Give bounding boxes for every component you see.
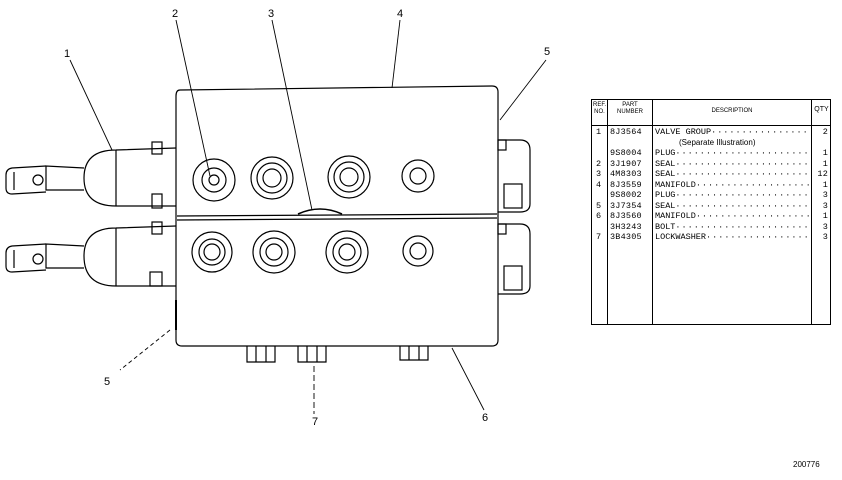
callout-3: 3 — [268, 8, 275, 20]
parts-list-table: REF. NO. PART NUMBER DESCRIPTION QTY 1 8J… — [591, 99, 831, 325]
drawing-number: 200776 — [793, 460, 820, 469]
callout-4: 4 — [397, 8, 404, 20]
bottom-port-row — [191, 230, 434, 274]
description-cell: VALVE GROUP····························· — [655, 127, 809, 137]
callout-5-upper: 5 — [544, 46, 551, 58]
leader-dots: ····························· — [675, 221, 809, 232]
part-number-cell: 8J3564 — [610, 127, 642, 137]
description-cell: MANIFOLD····························· — [655, 211, 809, 221]
leader-dots: ····························· — [675, 148, 809, 158]
part-number-cell: 9S8002 — [610, 190, 642, 200]
header-part-number: PART NUMBER — [616, 102, 643, 115]
right-end-caps — [497, 139, 531, 295]
ref-no-cell: 2 — [596, 158, 602, 169]
header-ref-no: REF. NO. — [592, 102, 606, 115]
ref-no-cell: 6 — [596, 211, 602, 221]
leader-dots: ····························· — [706, 232, 809, 242]
part-number-cell: 3B4305 — [610, 232, 642, 242]
qty-cell: 3 — [822, 190, 828, 200]
part-number-cell: 3H3243 — [610, 221, 642, 232]
qty-cell: 3 — [822, 200, 828, 211]
leader-lines — [69, 19, 547, 414]
description-cell: BOLT····························· — [655, 222, 809, 232]
description-cell: LOCKWASHER····························· — [655, 232, 809, 242]
description-cell: SEAL····························· — [655, 169, 809, 179]
description-cell: MANIFOLD····························· — [655, 180, 809, 190]
header-qty: QTY — [814, 106, 829, 113]
ref-no-cell: 7 — [596, 232, 602, 242]
qty-cell: 1 — [822, 211, 828, 221]
ref-no-cell: 1 — [596, 127, 602, 137]
qty-cell: 3 — [822, 232, 828, 242]
qty-cell: 1 — [822, 158, 828, 169]
description-cell: PLUG····························· — [655, 148, 809, 158]
part-number-cell: 3J7354 — [610, 200, 642, 211]
ref-no-cell: 3 — [596, 169, 602, 179]
bottom-bolts — [246, 346, 429, 363]
left-valve-lower — [5, 221, 177, 287]
qty-cell: 3 — [822, 221, 828, 232]
top-port-row — [192, 155, 435, 202]
leader-dots: ····························· — [675, 158, 809, 169]
leader-dots: ····························· — [695, 179, 809, 190]
left-valve-upper — [5, 141, 177, 209]
description-cell: SEAL····························· — [655, 159, 809, 169]
qty-cell: 1 — [822, 179, 828, 190]
leader-dots: ····························· — [675, 200, 809, 211]
leader-dots: ····························· — [711, 127, 809, 137]
part-number-cell: 8J3559 — [610, 179, 642, 190]
description-cell: SEAL····························· — [655, 201, 809, 211]
ref-no-cell: 4 — [596, 179, 602, 190]
callout-7: 7 — [312, 416, 319, 428]
part-number-cell: 3J1907 — [610, 158, 642, 169]
ref-no-cell: 5 — [596, 200, 602, 211]
manifold-body — [175, 85, 499, 347]
header-description: DESCRIPTION — [711, 108, 753, 114]
leader-dots: ····························· — [675, 190, 809, 200]
callout-1: 1 — [64, 48, 71, 60]
leader-dots: ····························· — [675, 169, 809, 179]
leader-dots: ····························· — [695, 211, 809, 221]
part-number-cell: 4M8303 — [610, 169, 642, 179]
callout-6: 6 — [482, 412, 489, 424]
callout-5-lower: 5 — [104, 376, 111, 388]
description-cell: PLUG····························· — [655, 190, 809, 200]
part-number-cell: 8J3560 — [610, 211, 642, 221]
description-cell: (Separate Illustration) — [679, 137, 756, 147]
qty-cell: 2 — [822, 127, 828, 137]
qty-cell: 1 — [822, 148, 828, 158]
qty-cell: 12 — [817, 169, 828, 179]
part-number-cell: 9S8004 — [610, 148, 642, 158]
callout-2: 2 — [172, 8, 179, 20]
